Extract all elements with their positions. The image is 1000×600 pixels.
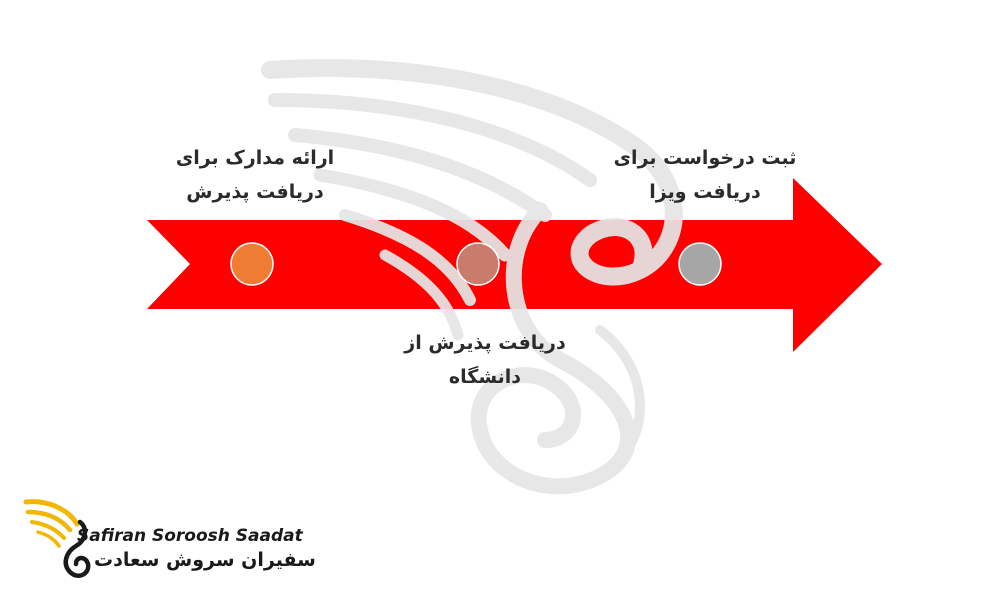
- step-2-label: دریافت پذیرش از دانشگاه: [395, 326, 575, 394]
- step-1-label-line-2: دریافت پذیرش: [186, 181, 324, 203]
- company-logo: Safiran Soroosh Saadat سفیران سروش سعادت: [22, 494, 316, 584]
- step-1-label: ارائه مدارک برای دریافت پذیرش: [170, 141, 340, 209]
- step-3-label: ثبت درخواست برای دریافت ویزا: [610, 141, 800, 209]
- step-1-dot: [230, 242, 274, 286]
- logo-persian-text: سفیران سروش سعادت: [94, 549, 316, 571]
- step-2-label-line-2: دانشگاه: [448, 366, 522, 388]
- step-3-label-line-2: دریافت ویزا: [649, 181, 761, 203]
- step-2-dot: [456, 242, 500, 286]
- step-2-label-line-1: دریافت پذیرش از: [404, 332, 566, 354]
- step-3-dot: [678, 242, 722, 286]
- logo-latin-text: Safiran Soroosh Saadat: [77, 526, 303, 546]
- swan-wing-watermark-icon: [261, 59, 683, 495]
- step-3-label-line-1: ثبت درخواست برای: [613, 147, 797, 169]
- step-1-label-line-1: ارائه مدارک برای: [175, 147, 335, 169]
- golden-wing-swan-logo-icon: [23, 499, 91, 578]
